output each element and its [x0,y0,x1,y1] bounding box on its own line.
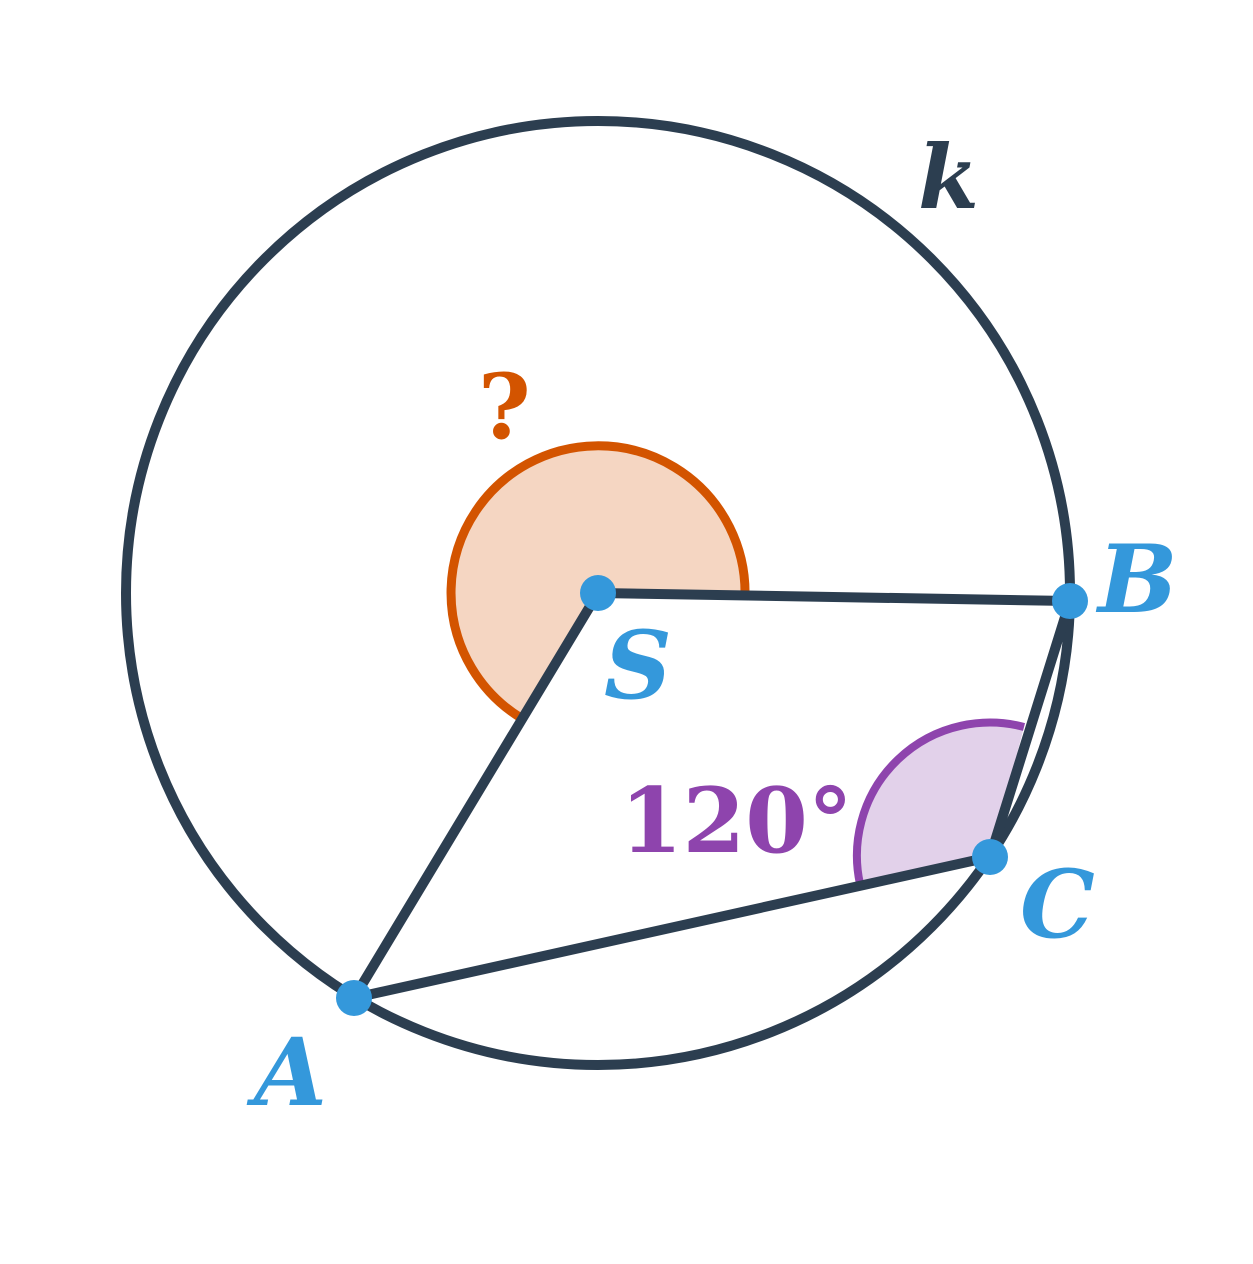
point-c [972,839,1008,875]
unknown-angle-arc [446,441,750,722]
center-label: S [604,611,672,721]
point-b [1052,583,1088,619]
point-b-label: B [1095,525,1177,635]
unknown-angle-label: ? [478,354,531,460]
circle-label: k [918,125,979,229]
point-a [336,980,372,1016]
segment-bc [985,596,1075,862]
known-angle-label: 120° [620,768,853,874]
point-a-label: A [246,1018,327,1128]
point-c-label: C [1020,850,1095,960]
segment-ac [349,852,995,1003]
segment-sb [593,588,1075,606]
point-s [580,575,616,611]
segment-sa [349,588,603,1003]
known-angle-arc [852,718,1026,885]
